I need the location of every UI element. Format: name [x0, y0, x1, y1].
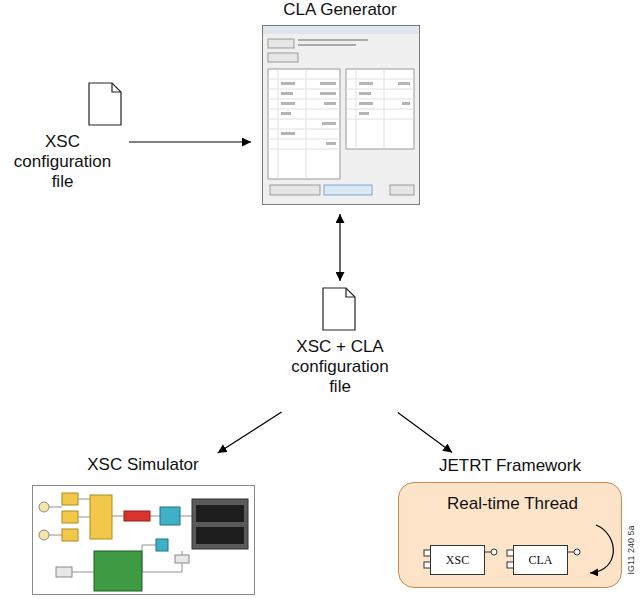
- thread-label: Real-time Thread: [399, 483, 621, 514]
- component-box: XSC: [430, 545, 485, 575]
- flow-arrow: [218, 412, 282, 453]
- framework-title: JETRT Framework: [396, 455, 624, 477]
- generator-screenshot: [263, 26, 420, 205]
- flow-arrow: [398, 412, 452, 452]
- file-label: XSC + CLA configuration file: [280, 337, 400, 397]
- document-icon: [89, 83, 121, 125]
- flow-arrow: [129, 141, 251, 142]
- simulator-window: XSC Simulator: [28, 455, 258, 597]
- figure-id: IG11 240 5a: [626, 515, 636, 585]
- config-file: XSC configuration file: [0, 80, 125, 200]
- component-box: CLA: [513, 545, 568, 575]
- file-label: XSC configuration file: [7, 132, 119, 192]
- framework-group: JETRT FrameworkReal-time ThreadXSC CLA: [396, 455, 624, 590]
- generator-window: CLA Generator: [255, 0, 425, 210]
- config-file: XSC + CLA configuration file: [270, 285, 410, 410]
- simulator-screenshot: [33, 486, 255, 595]
- document-icon: [323, 288, 355, 330]
- flow-arrow: [339, 214, 340, 281]
- component-name: CLA: [529, 553, 553, 568]
- component-name: XSC: [446, 553, 469, 568]
- window-title: CLA Generator: [255, 0, 425, 20]
- window-title: XSC Simulator: [28, 455, 258, 475]
